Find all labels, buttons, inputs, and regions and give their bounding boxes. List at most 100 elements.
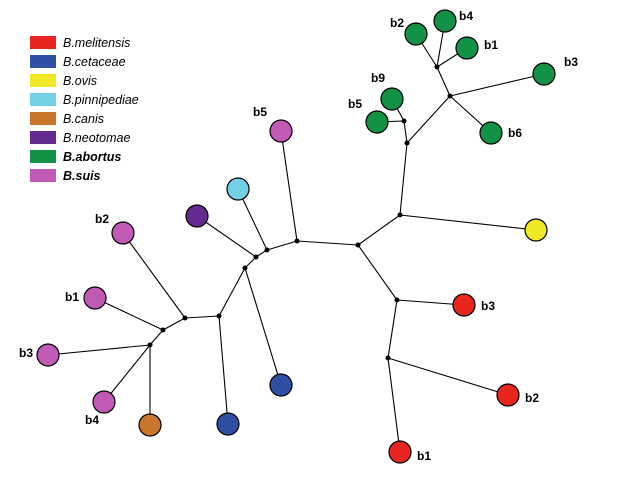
tree-branch — [122, 232, 186, 319]
legend-item-b-neotomae: B.neotomae — [30, 131, 130, 145]
tree-branch — [387, 357, 401, 453]
leaf-node-bl2 — [216, 412, 240, 436]
tree-branch — [47, 344, 151, 356]
tree-branch — [387, 357, 509, 396]
leaf-label-mb4: b4 — [85, 413, 99, 427]
tree-branch — [218, 267, 246, 317]
tree-branch — [103, 344, 151, 403]
internal-node-nM4 — [147, 342, 153, 348]
leaf-node-gb5 — [365, 110, 389, 134]
leaf-node-gb1 — [455, 36, 479, 60]
tree-branch — [244, 256, 257, 269]
internal-nodes — [147, 64, 453, 361]
leaf-label-mb2: b2 — [95, 212, 109, 226]
legend-item-b-pinnipediae: B.pinnipediae — [30, 93, 139, 107]
legend-item-b-suis: B.suis — [30, 169, 101, 183]
tree-branch — [94, 297, 164, 331]
leaf-label-mb3: b3 — [19, 346, 33, 360]
leaf-node-gb2 — [404, 22, 428, 46]
legend-label: B.canis — [63, 112, 104, 126]
leaf-label-rb3: b3 — [481, 299, 495, 313]
legend-swatch — [30, 169, 56, 182]
tree-branch — [406, 95, 451, 144]
tree-branch — [436, 66, 451, 97]
leaf-node-oca — [138, 413, 162, 437]
leaf-node-mb2 — [111, 221, 135, 245]
leaf-label-gb3: b3 — [564, 55, 578, 69]
leaf-node-rb2 — [496, 383, 520, 407]
internal-node-nM2 — [182, 315, 188, 321]
tree-branch — [387, 299, 398, 359]
tree-branch — [403, 120, 408, 144]
tree-branch — [399, 142, 408, 216]
leaf-node-rb3 — [452, 293, 476, 317]
internal-node-nL1 — [294, 238, 300, 244]
internal-node-nR2 — [385, 355, 391, 361]
leaf-node-yov — [524, 218, 548, 242]
tree-branch — [149, 329, 164, 346]
leaf-label-mb5: b5 — [253, 105, 267, 119]
leaf-node-gb9 — [380, 87, 404, 111]
tree-branch — [449, 73, 545, 97]
leaf-node-mb3 — [36, 343, 60, 367]
legend-item-b-ovis: B.ovis — [30, 74, 97, 88]
legend-item-b-melitensis: B.melitensis — [30, 36, 130, 50]
legend-swatch — [30, 112, 56, 125]
internal-node-nM3 — [160, 327, 166, 333]
legend-label: B.cetaceae — [63, 55, 126, 69]
leaf-label-rb2: b2 — [525, 391, 539, 405]
leaf-label-gb5: b5 — [348, 97, 362, 111]
legend-label: B.ovis — [63, 74, 97, 88]
legend-swatch — [30, 93, 56, 106]
legend-swatch — [30, 36, 56, 49]
tree-branch — [244, 267, 282, 386]
leaf-node-rb1 — [388, 440, 412, 464]
internal-node-gE — [447, 93, 453, 99]
leaf-label-gb1: b1 — [484, 38, 498, 52]
leaf-node-bl1 — [269, 373, 293, 397]
leaf-node-gb3 — [532, 62, 556, 86]
tree-branch — [357, 214, 401, 246]
tree-branch — [218, 315, 229, 425]
legend-swatch — [30, 150, 56, 163]
leaf-label-rb1: b1 — [417, 449, 431, 463]
tree-branch — [399, 214, 537, 231]
leaf-node-mb4 — [92, 390, 116, 414]
internal-node-nL2 — [264, 247, 270, 253]
internal-node-nY — [397, 212, 403, 218]
legend-label: B.melitensis — [63, 36, 130, 50]
tree-branch — [162, 317, 186, 331]
internal-node-nL3 — [253, 254, 259, 260]
tree-branch — [357, 244, 398, 301]
legend-label: B.suis — [63, 169, 101, 183]
leaf-label-gb4: b4 — [459, 9, 473, 23]
legend-label: B.neotomae — [63, 131, 130, 145]
legend-item-b-abortus: B.abortus — [30, 150, 121, 164]
tree-branch — [266, 240, 298, 251]
leaf-nodes — [36, 9, 556, 464]
legend-swatch — [30, 55, 56, 68]
leaf-label-gb6: b6 — [508, 126, 522, 140]
leaf-node-mb5 — [269, 119, 293, 143]
leaf-node-gb4 — [433, 9, 457, 33]
tree-branch — [196, 215, 257, 258]
internal-node-nR — [394, 297, 400, 303]
internal-node-nL4 — [242, 265, 248, 271]
tree-branch — [280, 130, 298, 242]
legend-swatch — [30, 74, 56, 87]
internal-node-gRoot — [404, 140, 410, 146]
leaf-label-gb2: b2 — [390, 16, 404, 30]
legend-swatch — [30, 131, 56, 144]
leaf-label-mb1: b1 — [65, 290, 79, 304]
leaf-node-gb6 — [479, 121, 503, 145]
legend-item-b-canis: B.canis — [30, 112, 104, 126]
legend-label: B.pinnipediae — [63, 93, 139, 107]
internal-node-C — [355, 242, 361, 248]
internal-node-gD — [401, 118, 407, 124]
tree-branch — [184, 315, 220, 319]
tree-branch — [296, 240, 359, 246]
internal-node-nM — [216, 313, 222, 319]
